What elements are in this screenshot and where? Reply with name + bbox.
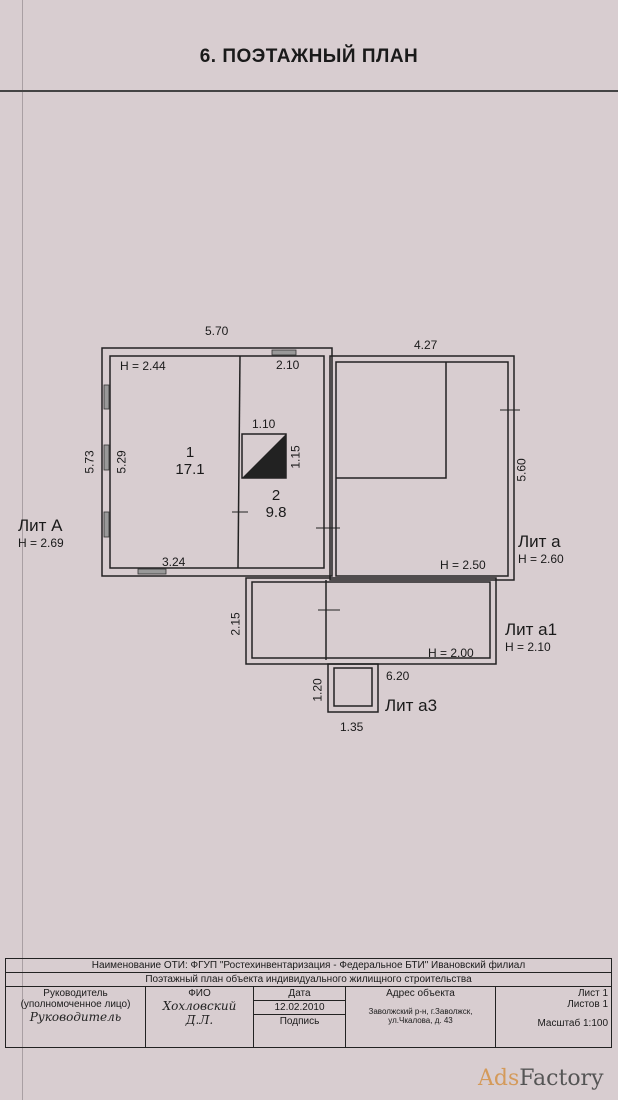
address-label: Адрес объекта: [386, 988, 455, 999]
head-signature: Руководитель: [29, 1010, 122, 1024]
liter-a-big: Лит А H = 2.69: [18, 516, 64, 550]
date-label: Дата: [253, 986, 346, 1001]
dim-top-window: 2.10: [276, 358, 300, 372]
dim-right-lit-a: 5.60: [514, 458, 529, 482]
inner-box: [336, 362, 447, 479]
lit-a-outer-wall: [101, 347, 333, 577]
fio-signature: Хохловский Д.Л.: [162, 999, 237, 1027]
room-number: 1: [185, 444, 195, 461]
dim-a1-width: 6.20: [386, 669, 410, 683]
dim-top-lit-a: 4.27: [414, 338, 438, 352]
room-area: 17.1: [175, 461, 205, 478]
windows: [103, 349, 297, 575]
height-a1-inner: H = 2.00: [428, 646, 474, 660]
watermark-logo: AdsFactory: [478, 1066, 604, 1091]
room-area: 9.8: [265, 504, 287, 521]
partition-wall: [237, 355, 241, 569]
page-margin-line: [22, 0, 23, 1100]
dim-left-inner: 5.29: [114, 450, 129, 474]
stair-fill: [242, 434, 286, 478]
dim-a1-height: 2.15: [228, 612, 243, 636]
room-number: 2: [271, 487, 281, 504]
dim-a3-height: 1.20: [310, 678, 325, 702]
dim-top-a: 5.70: [205, 324, 229, 338]
dim-left-outer: 5.73: [82, 450, 97, 474]
dim-bottom-a: 3.24: [162, 555, 186, 569]
address-value: Заволжский р-н, г.Заволжск, ул.Чкалова, …: [368, 1007, 473, 1025]
lit-a3-inner-wall: [333, 667, 373, 707]
title-block: Наименование ОТИ: ФГУП "Ростехинвентариз…: [4, 958, 613, 1048]
liter-a1: Лит а1 H = 2.10: [505, 620, 558, 654]
scale: Масштаб 1:100: [537, 1018, 609, 1029]
lit-a-small-wall: [329, 355, 515, 581]
lit-a1-inner-wall: [251, 581, 491, 659]
liter-a3: Лит а3: [385, 696, 438, 715]
dim-stair-height: 1.15: [288, 445, 303, 469]
door-marks: [232, 409, 520, 611]
dim-a3-width: 1.35: [340, 720, 364, 734]
dim-stair-width: 1.10: [252, 417, 276, 431]
lit-a3-wall: [327, 663, 379, 713]
height-lit-a-inner: H = 2.50: [440, 558, 486, 572]
head-label: Руководитель (уполномоченное лицо): [20, 988, 131, 1010]
document-name: Поэтажный план объекта индивидуального ж…: [4, 972, 613, 987]
title-rule: [0, 90, 618, 92]
sheet: Лист 1: [577, 988, 609, 999]
height-room-1: H = 2.44: [120, 359, 166, 373]
date-value: 12.02.2010: [253, 1000, 346, 1015]
signature-label: Подпись: [253, 1014, 346, 1048]
lit-a-inner-wall: [109, 355, 325, 569]
liter-a: Лит а H = 2.60: [518, 532, 564, 566]
page-title: 6. ПОЭТАЖНЫЙ ПЛАН: [199, 46, 419, 67]
lit-a-small-inner-wall: [335, 361, 509, 577]
sheets: Листов 1: [567, 999, 609, 1010]
room-2: 2 9.8: [256, 487, 296, 521]
fio-label: ФИО: [188, 988, 211, 999]
organization: Наименование ОТИ: ФГУП "Ростехинвентариз…: [4, 958, 613, 973]
room-1: 1 17.1: [170, 444, 210, 478]
